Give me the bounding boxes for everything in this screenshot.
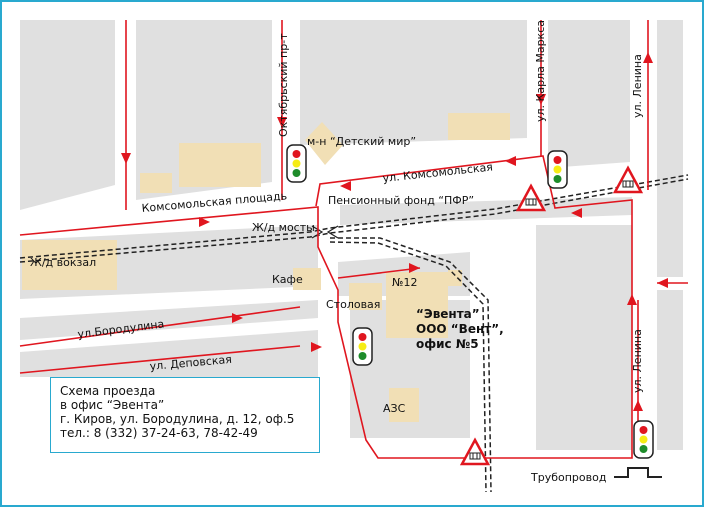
traffic-light-icon <box>633 420 654 459</box>
label-house-number: №12 <box>392 276 417 289</box>
pipeline-icon <box>614 467 662 478</box>
label-rail-station: Ж/д вокзал <box>30 256 96 269</box>
office-name-line2: ООО “Вент”, <box>416 322 504 336</box>
label-cafe: Кафе <box>272 273 303 286</box>
label-karla-marksa: ул. Карла Маркса <box>534 20 547 122</box>
info-title: Схема проезда <box>60 384 156 398</box>
label-lenina-bottom: ул. Ленина <box>631 329 644 393</box>
info-address: г. Киров, ул. Бородулина, д. 12, оф.5 <box>60 412 295 426</box>
label-canteen: Столовая <box>326 298 380 311</box>
railway-crossing-icon <box>612 165 644 194</box>
railway-crossing-icon <box>515 183 547 212</box>
label-pipeline: Трубопровод <box>530 471 607 484</box>
office-name-line3: офис №5 <box>416 337 479 351</box>
office-name-line1: “Эвента” <box>416 307 480 321</box>
label-gas-station: АЗС <box>383 402 406 415</box>
railway-lines <box>19 174 689 493</box>
railway-crossing-icon <box>459 437 491 466</box>
traffic-light-icon <box>286 144 307 183</box>
info-subtitle: в офис “Эвента” <box>60 398 165 412</box>
label-pension-fund: Пенсионный фонд “ПФР” <box>328 194 474 207</box>
label-detsky-mir: м-н “Детский мир” <box>307 135 416 148</box>
info-box: Схема проезда в офис “Эвента” г. Киров, … <box>50 377 320 453</box>
info-phone: тел.: 8 (332) 37-24-63, 78-42-49 <box>60 426 258 440</box>
traffic-light-icon <box>547 150 568 189</box>
buildings <box>22 113 510 422</box>
label-rail-bridges: Ж/д мосты <box>252 221 315 234</box>
rail-bridge-marks <box>311 225 339 239</box>
route-lines <box>19 20 688 459</box>
label-oktyabrsky: Октябрьский пр-т <box>277 33 290 137</box>
route-arrows <box>121 52 668 411</box>
label-lenina-top: ул. Ленина <box>631 54 644 118</box>
traffic-light-icon <box>352 327 373 366</box>
